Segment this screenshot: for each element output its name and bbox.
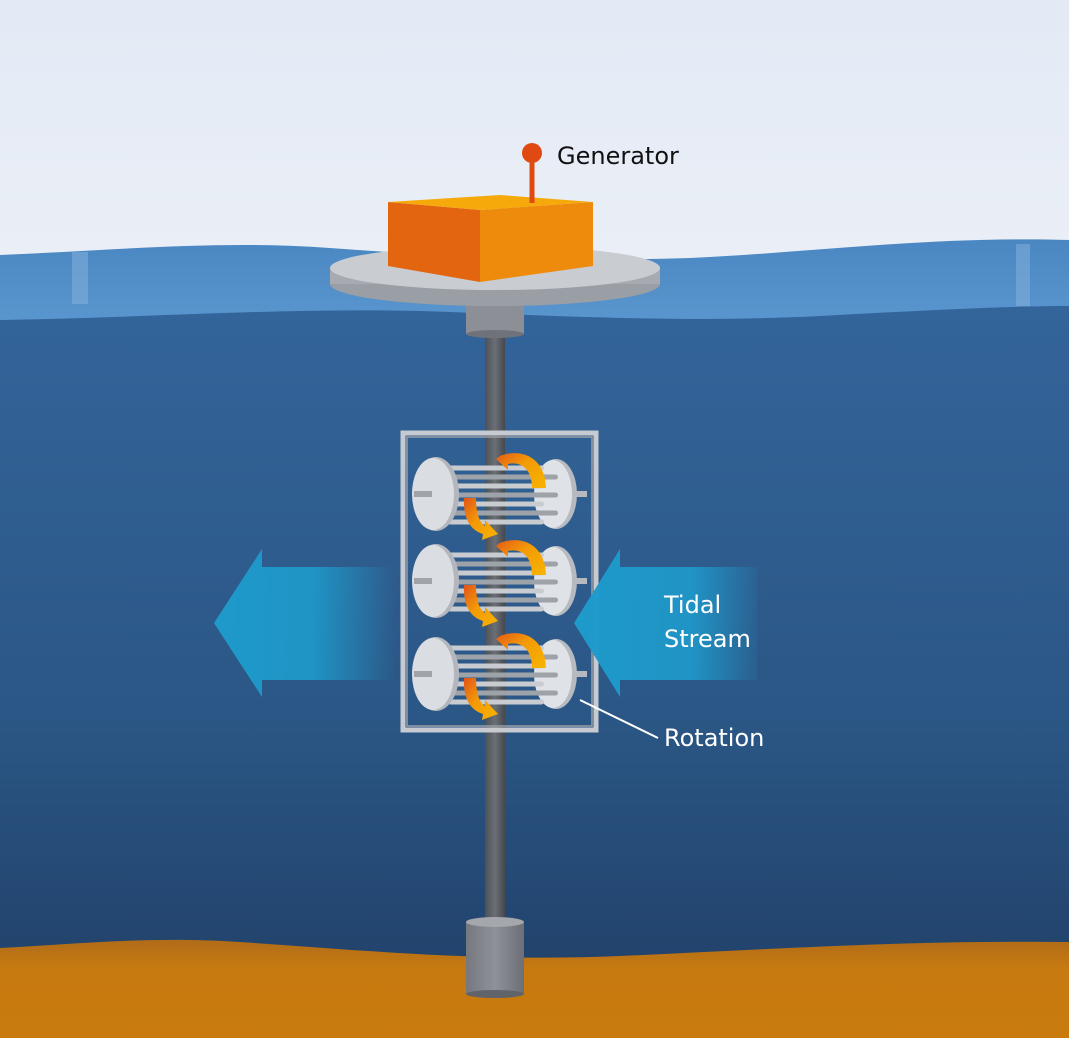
rotation-arrow	[496, 630, 546, 668]
rotor-unit	[412, 450, 587, 540]
rotation-arrow	[463, 585, 498, 627]
tidal-stream-arrow	[574, 549, 757, 697]
seabed	[0, 939, 1069, 1038]
rotor-blade	[448, 588, 544, 594]
rotor-blade	[448, 606, 544, 612]
foundation-base	[466, 917, 524, 998]
surface-highlight	[72, 252, 88, 304]
generator-pointer	[522, 143, 542, 203]
rotor-blade	[448, 690, 558, 696]
rotation-label: Rotation	[664, 724, 765, 752]
rotor-blade	[448, 510, 558, 516]
tidal-stream-label-line1: Tidal	[664, 591, 722, 619]
rotor-unit	[412, 537, 587, 627]
rotor-blade	[448, 570, 544, 576]
rotor-layer	[412, 450, 587, 720]
rotor-blade	[448, 672, 558, 678]
rotation-arrow	[463, 678, 498, 720]
rotor-blade	[448, 552, 544, 558]
rotor-blade	[448, 699, 544, 705]
rotation-arrow	[496, 450, 546, 488]
rotor-blade	[448, 579, 558, 585]
rotor-blade	[448, 483, 544, 489]
generator-box	[388, 195, 593, 282]
rotor-blade	[448, 465, 544, 471]
rotor-blade	[448, 492, 558, 498]
rotation-arrow	[496, 537, 546, 575]
rotor-blade	[448, 681, 544, 687]
rotor-blade	[448, 501, 544, 507]
rotor-unit	[412, 630, 587, 720]
surface-highlight	[1016, 244, 1030, 306]
rotation-leader-line	[579, 699, 659, 739]
rotor-blade	[448, 597, 558, 603]
rotor-blade	[448, 645, 544, 651]
outflow-arrow	[214, 549, 395, 697]
rotor-blade	[448, 663, 544, 669]
tidal-stream-label-line2: Stream	[664, 625, 751, 653]
rotor-blade	[448, 519, 544, 525]
rotation-arrow	[463, 498, 498, 540]
generator-label: Generator	[557, 142, 679, 170]
support-pole	[485, 330, 505, 930]
turbine-frame	[400, 430, 599, 733]
